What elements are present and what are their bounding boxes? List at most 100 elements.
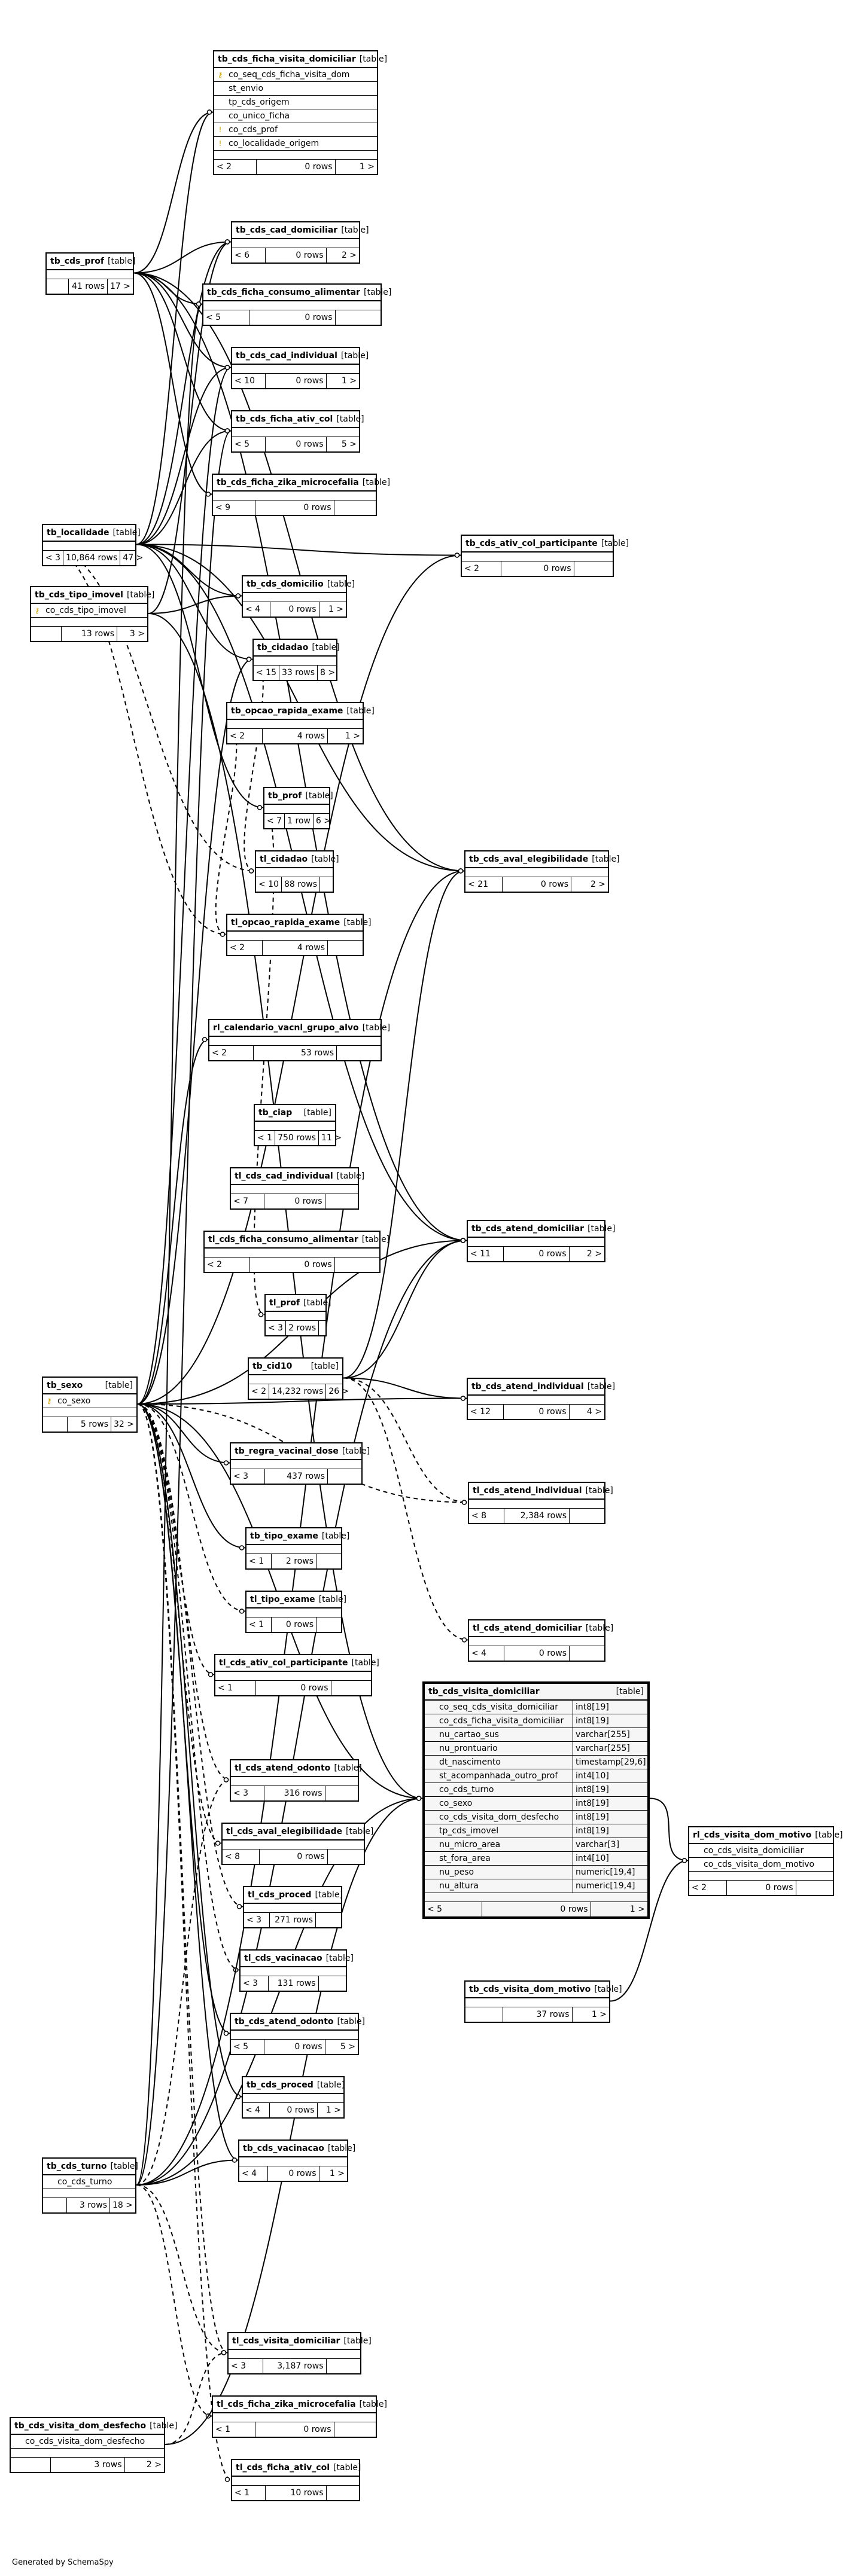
- table-name[interactable]: tl_prof: [269, 1298, 300, 1308]
- parent-count[interactable]: < 3: [243, 1979, 258, 1988]
- table-header[interactable]: tl_opcao_rapida_exame[table]: [227, 915, 372, 932]
- column-row[interactable]: ⚷co_cds_tipo_imovel: [31, 604, 147, 618]
- child-count[interactable]: [318, 1321, 325, 1335]
- table-header[interactable]: tl_prof[table]: [266, 1295, 331, 1312]
- parent-count[interactable]: < 1: [235, 2488, 250, 2498]
- table-name[interactable]: tb_cds_atend_odonto: [235, 2017, 334, 2026]
- table-tb-cds-ficha-visita-domiciliar[interactable]: tb_cds_ficha_visita_domiciliar[table]⚷co…: [213, 50, 387, 175]
- parent-count[interactable]: < 3: [268, 1323, 284, 1333]
- table-tb-cds-tipo-imovel[interactable]: tb_cds_tipo_imovel[table]⚷co_cds_tipo_im…: [30, 586, 154, 642]
- child-count[interactable]: 17 >: [107, 279, 133, 294]
- parent-count[interactable]: < 12: [470, 1407, 491, 1417]
- table-name[interactable]: tb_cds_prof: [50, 257, 105, 266]
- table-header[interactable]: tb_cds_atend_domiciliar[table]: [468, 1221, 615, 1238]
- table-name[interactable]: tb_cds_cad_domiciliar: [236, 225, 338, 235]
- table-header[interactable]: tb_cds_cad_individual[table]: [232, 348, 369, 365]
- parent-count[interactable]: < 3: [233, 1472, 249, 1481]
- table-header[interactable]: tl_cds_atend_domiciliar[table]: [469, 1620, 613, 1637]
- child-count[interactable]: [316, 1617, 341, 1632]
- table-header[interactable]: rl_cds_visita_dom_motivo[table]: [689, 1827, 843, 1844]
- child-count[interactable]: [795, 1881, 833, 1895]
- parent-count[interactable]: [465, 2007, 503, 2022]
- table-header[interactable]: tb_sexo[table]: [43, 1378, 136, 1394]
- child-count[interactable]: 4 >: [568, 1405, 605, 1419]
- parent-count[interactable]: [43, 1417, 67, 1432]
- child-count[interactable]: 1 >: [318, 2166, 348, 2181]
- child-count[interactable]: 1 >: [325, 374, 360, 388]
- table-name[interactable]: tl_cds_visita_domiciliar: [232, 2336, 340, 2346]
- table-name[interactable]: tb_cds_atend_domiciliar: [471, 1224, 585, 1234]
- parent-count[interactable]: < 3: [246, 1915, 262, 1925]
- table-header[interactable]: tb_cds_ficha_visita_domiciliar[table]: [214, 51, 387, 68]
- table-name[interactable]: tl_cds_ativ_col_participante: [219, 1658, 348, 1668]
- table-name[interactable]: tb_cds_aval_elegibilidade: [469, 854, 589, 864]
- parent-count[interactable]: < 5: [233, 2042, 249, 2052]
- parent-count[interactable]: < 1: [218, 1683, 233, 1693]
- table-header[interactable]: tb_cds_visita_dom_motivo[table]: [465, 1982, 622, 1998]
- table-name[interactable]: tl_cds_proced: [248, 1890, 312, 1900]
- table-name[interactable]: rl_calendario_vacnl_grupo_alvo: [213, 1023, 359, 1033]
- child-count[interactable]: [334, 1258, 380, 1272]
- parent-count[interactable]: < 3: [231, 2361, 246, 2371]
- table-name[interactable]: tb_localidade: [47, 528, 109, 538]
- table-header[interactable]: tl_cds_ficha_consumo_alimentar[table]: [205, 1232, 389, 1249]
- table-name[interactable]: tb_cid10: [252, 1362, 293, 1371]
- table-header[interactable]: tb_opcao_rapida_exame[table]: [227, 703, 375, 720]
- parent-count[interactable]: < 5: [427, 1904, 443, 1914]
- table-header[interactable]: tl_cds_ficha_ativ_col[table]: [232, 2460, 361, 2477]
- column-row[interactable]: st_envio: [214, 82, 377, 96]
- table-header[interactable]: rl_calendario_vacnl_grupo_alvo[table]: [209, 1020, 390, 1037]
- table-name[interactable]: tb_opcao_rapida_exame: [231, 706, 343, 716]
- parent-count[interactable]: < 2: [230, 731, 245, 741]
- table-name[interactable]: tl_cds_vacinacao: [244, 1954, 322, 1963]
- table-name[interactable]: tb_prof: [268, 791, 302, 801]
- parent-count[interactable]: [11, 2458, 50, 2472]
- table-header[interactable]: tb_cds_vacinacao[table]: [239, 2141, 355, 2157]
- parent-count[interactable]: < 5: [235, 439, 250, 449]
- table-header[interactable]: tb_cds_proced[table]: [243, 2077, 345, 2094]
- table-header[interactable]: tl_cds_vacinacao[table]: [241, 1951, 354, 1967]
- parent-count[interactable]: < 4: [245, 2105, 261, 2115]
- child-count[interactable]: [319, 877, 333, 892]
- child-count[interactable]: 1 >: [316, 2103, 344, 2117]
- parent-count[interactable]: < 5: [206, 313, 221, 322]
- table-rl-calendario-vacnl-grupo-alvo[interactable]: rl_calendario_vacnl_grupo_alvo[table] < 2…: [208, 1019, 390, 1061]
- table-name[interactable]: tl_tipo_exame: [250, 1595, 315, 1604]
- column-row[interactable]: co_cds_visita_dom_motivo: [689, 1858, 833, 1872]
- column-row[interactable]: ⚷co_seq_cds_ficha_visita_dom: [214, 68, 377, 82]
- child-count[interactable]: [315, 1913, 341, 1927]
- child-count[interactable]: [336, 1046, 381, 1060]
- table-header[interactable]: tb_cds_atend_odonto[table]: [231, 2014, 365, 2031]
- table-header[interactable]: tb_tipo_exame[table]: [246, 1528, 349, 1545]
- parent-count[interactable]: < 2: [212, 1048, 227, 1058]
- child-count[interactable]: 32 >: [111, 1417, 136, 1432]
- parent-count[interactable]: [47, 279, 68, 294]
- table-name[interactable]: tb_cds_proced: [246, 2080, 314, 2090]
- parent-count[interactable]: < 6: [235, 251, 250, 260]
- parent-count[interactable]: < 2: [692, 1883, 707, 1893]
- child-count[interactable]: 1 >: [571, 2007, 610, 2022]
